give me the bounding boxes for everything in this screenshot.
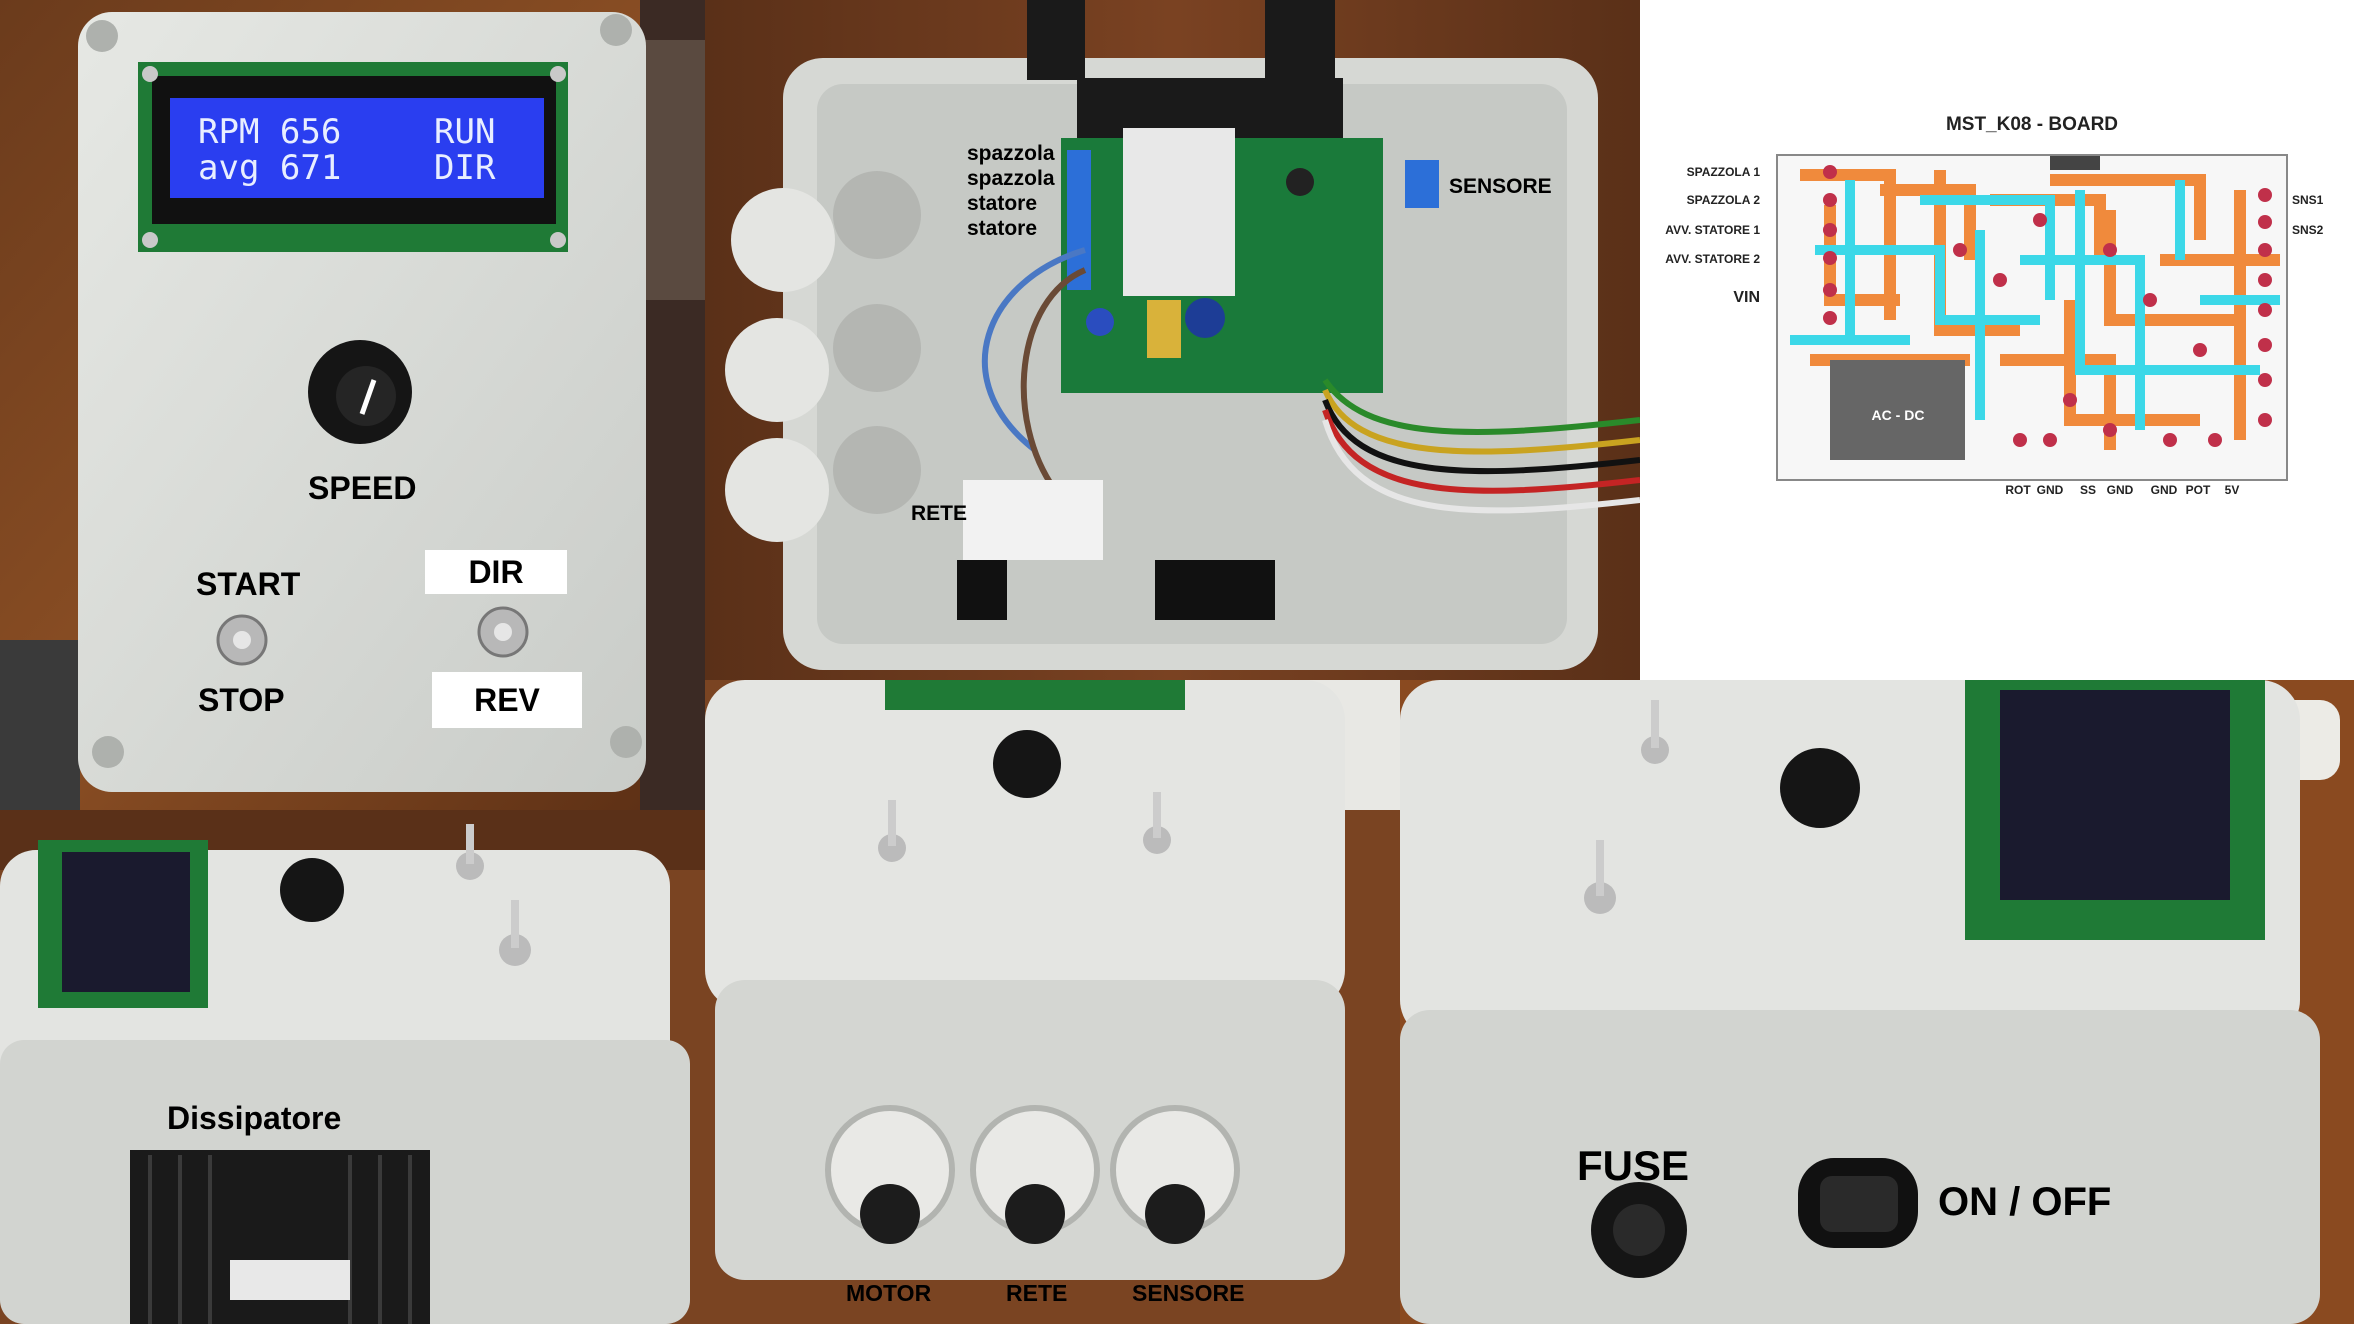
pcb-label-vin: VIN	[1733, 289, 1760, 306]
front-panel-illustration	[0, 0, 705, 810]
dissipatore-label: Dissipatore	[167, 1100, 342, 1136]
dir-label: DIR	[425, 550, 567, 594]
pcb-label-sns2: SNS2	[2292, 223, 2324, 237]
pcb-label-pot: POT	[2186, 483, 2211, 497]
speed-label: SPEED	[308, 470, 417, 506]
motor-label: MOTOR	[846, 1280, 932, 1306]
speed-knob	[993, 730, 1061, 798]
lcd-line2-right: DIR	[434, 148, 496, 188]
pcb-label-statore-2: AVV. STATORE 2	[1665, 252, 1760, 266]
pcb-label-5v: 5V	[2225, 483, 2240, 497]
component-pads	[1823, 165, 2272, 447]
pcb-layout-diagram: MST_K08 - BOARD SPAZZOLA 1 SPAZZOLA 2 AV…	[1640, 0, 2354, 680]
rete-gland-label: RETE	[1006, 1280, 1068, 1306]
power-switch	[1155, 560, 1275, 620]
cyan-traces	[1790, 180, 2280, 430]
fuse-switch-illustration	[1400, 680, 2354, 1324]
cable-glands-illustration	[705, 680, 1400, 1324]
pcb-layout-illustration: MST_K08 - BOARD SPAZZOLA 1 SPAZZOLA 2 AV…	[1665, 114, 2324, 497]
sensore-label: SENSORE	[1449, 175, 1552, 198]
fuse-switch-photo: FUSE ON / OFF	[1400, 680, 2354, 1324]
terminal-label-1: spazzola	[967, 142, 1055, 165]
terminal-label-3: statore	[967, 192, 1038, 215]
pcb-label-rot: ROT	[2005, 483, 2031, 497]
start-label: START	[196, 566, 301, 602]
pcb-label-gnd-3: GND	[2151, 483, 2178, 497]
side-heatsink-illustration	[0, 810, 705, 1324]
speed-knob	[1780, 748, 1860, 828]
speed-knob	[280, 858, 344, 922]
pcb-label-statore-1: AVV. STATORE 1	[1665, 223, 1760, 237]
pcb-title: MST_K08 - BOARD	[1946, 114, 2118, 135]
pcb-label-ss: SS	[2080, 483, 2096, 497]
pcb-label-gnd-2: GND	[2107, 483, 2134, 497]
on-off-label: ON / OFF	[1938, 1180, 2112, 1224]
stop-label: STOP	[198, 682, 285, 718]
pcb-label-spazzola-1: SPAZZOLA 1	[1687, 165, 1761, 179]
rev-label: REV	[432, 672, 582, 728]
ac-dc-label: AC - DC	[1872, 407, 1925, 423]
sensor-terminal-block	[1405, 160, 1439, 208]
enclosure-lid	[705, 680, 1345, 1010]
open-enclosure-photo: spazzola spazzola statore statore SENSOR…	[705, 0, 1640, 680]
fuse-label: FUSE	[1577, 1142, 1690, 1189]
front-panel-photo: RPM 656 RUN avg 671 DIR SPEED START STOP…	[0, 0, 705, 810]
lcd-screen	[170, 98, 544, 198]
rete-label: RETE	[911, 502, 968, 525]
fuse-holder	[957, 560, 1007, 620]
lcd-line2-left: avg 671	[198, 148, 342, 188]
pcb-label-spazzola-2: SPAZZOLA 2	[1687, 193, 1761, 207]
side-heatsink-photo: Dissipatore	[0, 810, 705, 1324]
sensore-gland-label: SENSORE	[1132, 1280, 1245, 1306]
open-enclosure-illustration	[705, 0, 1640, 680]
lcd-line1-left: RPM 656	[198, 112, 342, 152]
cable-glands-photo: MOTOR RETE SENSORE	[705, 680, 1400, 1324]
ac-dc-module	[1830, 360, 1965, 460]
pcb-label-sns1: SNS1	[2292, 193, 2324, 207]
terminal-label-4: statore	[967, 217, 1038, 240]
mains-connector	[963, 480, 1103, 560]
terminal-label-2: spazzola	[967, 167, 1055, 190]
motor-terminal-block	[1067, 150, 1091, 290]
lcd-line1-right: RUN	[434, 112, 496, 152]
pcb-label-gnd-1: GND	[2037, 483, 2064, 497]
